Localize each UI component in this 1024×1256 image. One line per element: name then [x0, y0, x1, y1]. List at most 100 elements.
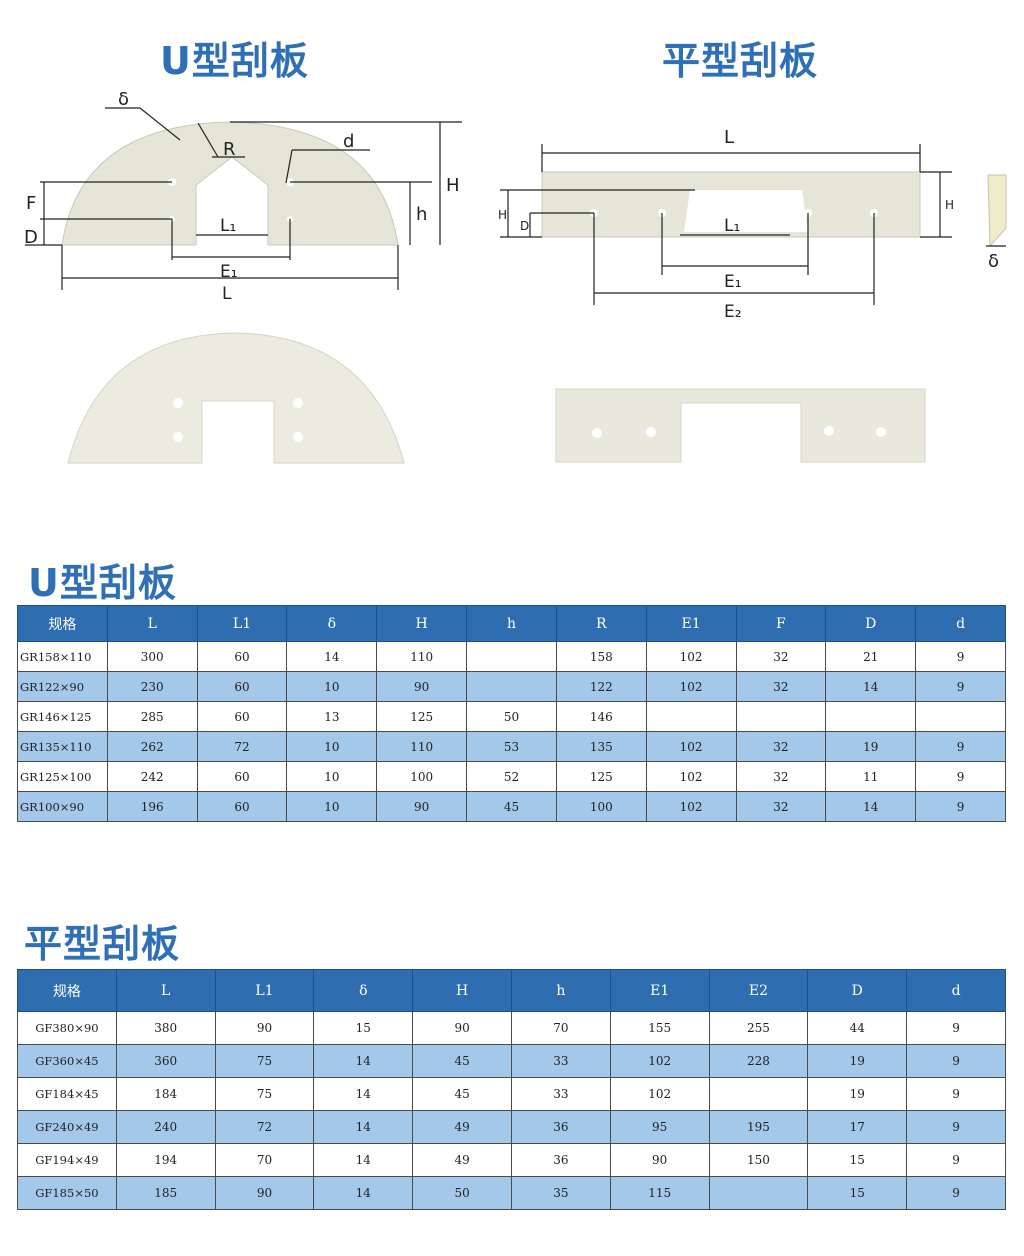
table-cell: GF240×49 — [17, 1110, 117, 1144]
col-header-d-small: d — [906, 969, 1006, 1012]
table-cell: 9 — [906, 1143, 1006, 1177]
table-row: GR135×110 262 72 10 110 53 135 102 32 19… — [17, 731, 1006, 762]
table-cell: 90 — [214, 1011, 315, 1045]
table-row: GR158×110 300 60 14 110 158 102 32 21 9 — [17, 641, 1006, 672]
table-cell: 228 — [708, 1044, 809, 1078]
table-cell: 125 — [376, 701, 468, 732]
table-cell: 10 — [286, 761, 378, 792]
col-header-r: R — [555, 605, 647, 642]
table-cell: 146 — [555, 701, 647, 732]
table-cell: 10 — [286, 731, 378, 762]
table-cell: 50 — [412, 1176, 512, 1210]
u-label-r: R — [223, 139, 236, 160]
table-cell: 60 — [196, 641, 288, 672]
table-cell: 135 — [555, 731, 647, 762]
flat-label-h-right: H — [945, 198, 954, 212]
flat-label-delta: δ — [988, 251, 999, 272]
table-row: GR100×90 196 60 10 90 45 100 102 32 14 9 — [17, 791, 1006, 822]
table-cell: 36 — [510, 1110, 611, 1144]
table-cell: 32 — [735, 671, 827, 702]
table-cell: 90 — [214, 1176, 315, 1210]
table-cell: 33 — [510, 1077, 611, 1111]
table-cell: 9 — [915, 791, 1006, 822]
table-cell: 14 — [286, 641, 378, 672]
table-cell: 44 — [807, 1011, 908, 1045]
table-cell: 10 — [286, 671, 378, 702]
table-cell: 14 — [313, 1176, 414, 1210]
table-cell: 102 — [645, 671, 737, 702]
table-cell: 45 — [466, 791, 557, 822]
table-cell: 72 — [214, 1110, 315, 1144]
col-header-delta: δ — [313, 969, 414, 1012]
table-cell: 102 — [609, 1077, 710, 1111]
u-spec-table: 规格 L L1 δ H h R E1 F D d GR158×110 300 6… — [17, 605, 1006, 822]
table-row: GF380×90 380 90 15 90 70 155 255 44 9 — [17, 1011, 1006, 1045]
table-cell: 9 — [906, 1110, 1006, 1144]
col-header-h-big: H — [412, 969, 512, 1012]
table-cell: 19 — [807, 1044, 908, 1078]
table-cell: 102 — [645, 791, 737, 822]
u-label-f: F — [26, 193, 36, 214]
table-cell: 9 — [915, 731, 1006, 762]
table-cell: 9 — [906, 1011, 1006, 1045]
table-row: GF185×50 185 90 14 50 35 115 15 9 — [17, 1176, 1006, 1210]
table-cell — [735, 701, 827, 732]
table-cell: 9 — [915, 641, 1006, 672]
table-cell: 122 — [555, 671, 647, 702]
table-cell: 255 — [708, 1011, 809, 1045]
table-cell: GF360×45 — [17, 1044, 117, 1078]
table-cell: 90 — [376, 791, 468, 822]
table-row: GR122×90 230 60 10 90 122 102 32 14 9 — [17, 671, 1006, 702]
table-cell — [466, 641, 557, 672]
table-cell: 35 — [510, 1176, 611, 1210]
table-cell: 13 — [286, 701, 378, 732]
table-cell: 33 — [510, 1044, 611, 1078]
table-cell: 150 — [708, 1143, 809, 1177]
table-cell: 240 — [115, 1110, 216, 1144]
table-cell: 100 — [376, 761, 468, 792]
table-row: GR125×100 242 60 10 100 52 125 102 32 11… — [17, 761, 1006, 792]
table-row: GF184×45 184 75 14 45 33 102 19 9 — [17, 1077, 1006, 1111]
table-cell: 32 — [735, 731, 827, 762]
table-cell: 125 — [555, 761, 647, 792]
table-cell: 45 — [412, 1077, 512, 1111]
u-label-h-big: H — [446, 175, 460, 196]
table-cell: 75 — [214, 1077, 315, 1111]
table-cell: 230 — [106, 671, 198, 702]
table-cell: 360 — [115, 1044, 216, 1078]
table-cell: 14 — [825, 791, 917, 822]
table-cell: 196 — [106, 791, 198, 822]
table-cell: 9 — [915, 761, 1006, 792]
table-cell: 45 — [412, 1044, 512, 1078]
table-cell: 380 — [115, 1011, 216, 1045]
table-cell: GF380×90 — [17, 1011, 117, 1045]
flat-label-l1: L₁ — [724, 216, 740, 236]
table-cell: 60 — [196, 761, 288, 792]
table-cell: 9 — [906, 1176, 1006, 1210]
table-cell: 19 — [807, 1077, 908, 1111]
table-cell — [466, 671, 557, 702]
table-cell: 9 — [906, 1044, 1006, 1078]
u-scraper-photo — [67, 332, 405, 464]
table-row: GR146×125 285 60 13 125 50 146 — [17, 701, 1006, 732]
table-cell: 115 — [609, 1176, 710, 1210]
table-cell: 15 — [313, 1011, 414, 1045]
u-table-heading: U型刮板 — [28, 561, 177, 605]
flat-label-e2: E₂ — [724, 302, 742, 322]
u-scraper-outline — [61, 121, 399, 246]
table-cell: 90 — [376, 671, 468, 702]
table-cell: 14 — [825, 671, 917, 702]
table-cell: 32 — [735, 791, 827, 822]
table-cell: 95 — [609, 1110, 710, 1144]
u-diagram-heading: U型刮板 — [160, 39, 309, 83]
table-cell — [825, 701, 917, 732]
table-cell: 14 — [313, 1077, 414, 1111]
flat-table-heading: 平型刮板 — [24, 922, 181, 966]
col-header-l1: L1 — [196, 605, 288, 642]
col-header-d-big: D — [825, 605, 917, 642]
table-cell: 32 — [735, 761, 827, 792]
col-header-e2: E2 — [708, 969, 809, 1012]
table-cell: 32 — [735, 641, 827, 672]
flat-diagram-heading: 平型刮板 — [662, 39, 819, 83]
u-label-e1: E₁ — [220, 262, 238, 282]
